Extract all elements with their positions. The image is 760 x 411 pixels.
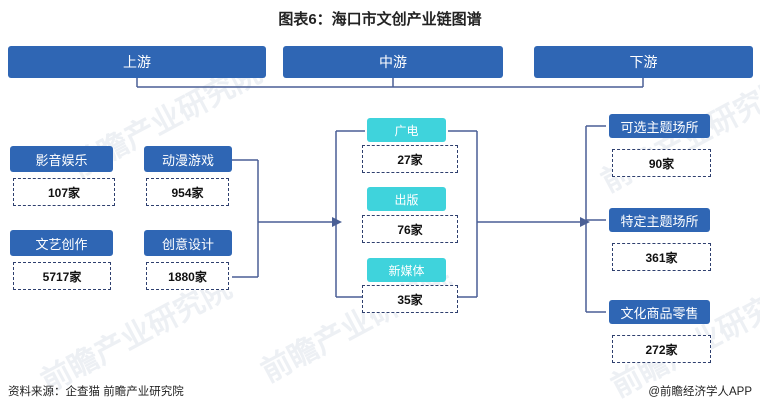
up-count-design: 1880家 — [146, 262, 229, 290]
chart-title: 图表6：海口市文创产业链图谱 — [278, 11, 482, 28]
down-count-specific-venues: 361家 — [612, 243, 711, 271]
arrowhead-mid — [332, 217, 342, 227]
down-item-optional-venues: 可选主题场所 — [609, 114, 710, 138]
stage-midstream: 中游 — [283, 46, 503, 78]
mid-count-publishing: 76家 — [362, 215, 458, 243]
down-count-optional-venues: 90家 — [612, 149, 711, 177]
up-count-literature: 5717家 — [13, 262, 111, 290]
mid-count-broadcast: 27家 — [362, 145, 458, 173]
mid-item-publishing: 出版 — [367, 187, 446, 211]
up-item-literature: 文艺创作 — [10, 230, 113, 256]
mid-count-new-media: 35家 — [362, 285, 458, 313]
up-count-animation: 954家 — [146, 178, 229, 206]
mid-item-new-media: 新媒体 — [367, 258, 446, 282]
stage-upstream: 上游 — [8, 46, 266, 78]
source-note: 资料来源：企查猫 前瞻产业研究院 — [8, 386, 184, 398]
arrowhead-down — [580, 217, 590, 227]
credit-note: @前瞻经济学人APP — [648, 386, 752, 398]
mid-item-broadcast: 广电 — [367, 118, 446, 142]
down-item-retail: 文化商品零售 — [609, 300, 710, 324]
up-item-animation: 动漫游戏 — [144, 146, 232, 172]
up-item-film: 影音娱乐 — [10, 146, 113, 172]
stage-downstream: 下游 — [534, 46, 753, 78]
up-count-film: 107家 — [13, 178, 115, 206]
up-item-design: 创意设计 — [144, 230, 232, 256]
down-count-retail: 272家 — [612, 335, 711, 363]
down-item-specific-venues: 特定主题场所 — [609, 208, 710, 232]
